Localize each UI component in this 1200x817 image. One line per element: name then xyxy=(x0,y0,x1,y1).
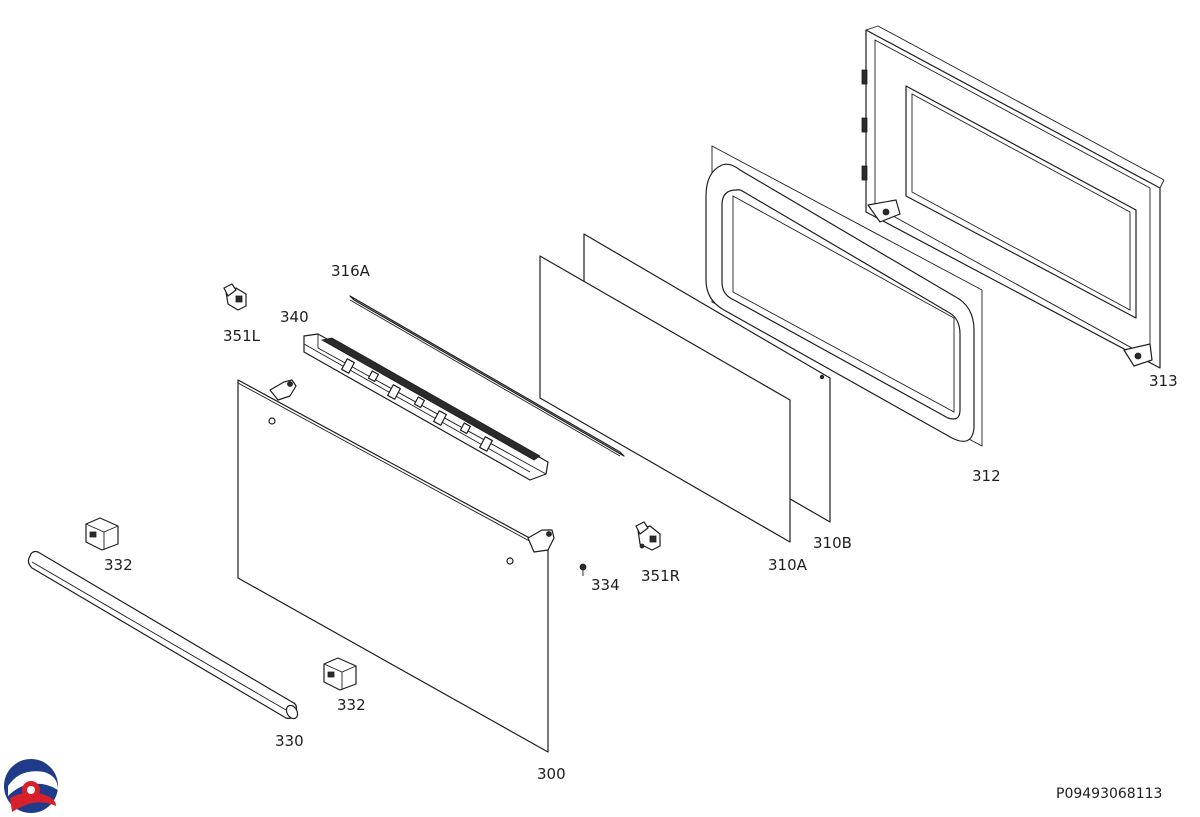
label-351L: 351L xyxy=(223,327,260,345)
part-330-handle xyxy=(27,550,299,720)
label-316A: 316A xyxy=(331,262,370,280)
label-334: 334 xyxy=(591,576,620,594)
part-313-rear-frame xyxy=(861,25,1165,369)
part-340-profile xyxy=(303,333,549,481)
part-312-gasket xyxy=(705,145,983,447)
part-332-end-cap-top xyxy=(85,517,119,551)
part-310A-glass xyxy=(539,255,825,543)
label-313: 313 xyxy=(1149,372,1178,390)
label-330: 330 xyxy=(275,732,304,750)
document-id: P09493068113 xyxy=(1056,786,1163,802)
brand-logo-icon xyxy=(4,759,58,813)
part-351L-clip xyxy=(223,283,247,311)
label-310A: 310A xyxy=(768,556,807,574)
label-351R: 351R xyxy=(641,567,681,585)
part-300-outer-glass xyxy=(237,379,555,753)
part-351R-clip xyxy=(635,521,661,551)
label-300: 300 xyxy=(537,765,566,783)
part-316A-strip xyxy=(349,295,625,457)
label-340: 340 xyxy=(280,308,309,326)
part-332-end-cap-bottom xyxy=(323,657,357,691)
part-334-screw xyxy=(579,563,587,576)
label-332-bottom: 332 xyxy=(337,696,366,714)
label-312: 312 xyxy=(972,467,1001,485)
label-332-top: 332 xyxy=(104,556,133,574)
label-310B: 310B xyxy=(813,534,852,552)
